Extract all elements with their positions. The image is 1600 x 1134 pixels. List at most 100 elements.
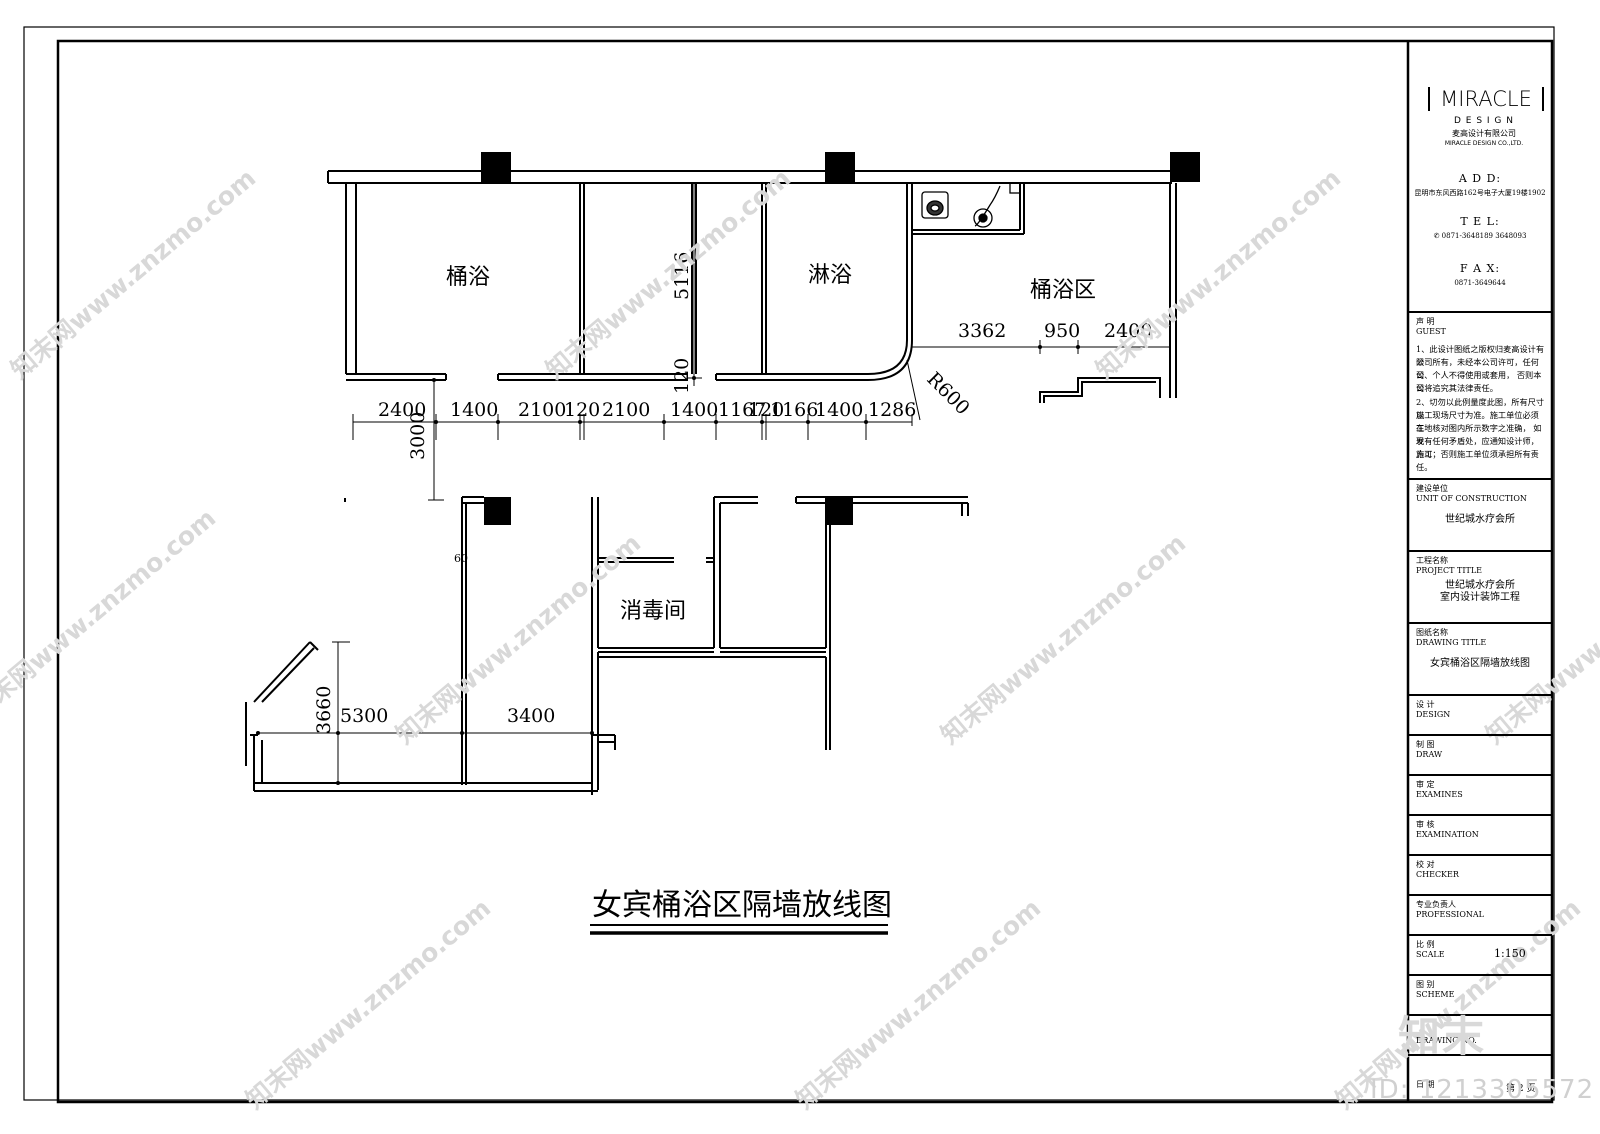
draw-cn: 制 图 [1416,740,1435,749]
fax-label: F A X: [1459,262,1501,275]
watermark-8: 知末网www.znzmo.com [240,893,496,1114]
column-2 [825,152,855,182]
lower-dimension-ticks [256,731,594,785]
dim-3660: 3660 [313,686,335,734]
tb-date-section: 日 期 第 2 页 [1408,1056,1552,1102]
watermark-6: 知末网www.znzmo.com [935,528,1191,749]
statement-note-6: 工地核对图内所示数字之准确， 如发 [1416,423,1542,446]
dim-5116: 5116 [671,252,693,300]
page-text: 第 2 页 [1506,1084,1536,1094]
statement-note-1: 公司所有，未经本公司许可，任何公 [1416,357,1539,380]
structural-columns [481,152,1200,525]
tb-examines-section: 审 定 EXAMINES [1408,776,1552,816]
examines-cn: 审 定 [1416,780,1435,789]
lower-plan-walls [245,496,969,795]
checker-cn: 校 对 [1416,860,1435,869]
project-value-2: 室内设计装饰工程 [1440,592,1520,603]
lower-dimension-lines [258,641,592,783]
scale-cn: 比 例 [1416,940,1435,949]
drawing-en: DRAWING TITLE [1416,638,1487,647]
watermark-4: 知末网www.znzmo.com [0,503,221,724]
watermark-2: 知末网www.znzmo.com [540,163,796,384]
tb-drawing-no-section: DRAWING NO. [1408,1016,1552,1056]
logo-design: D E S I G N [1454,116,1514,126]
project-en: PROJECT TITLE [1416,566,1482,575]
logo-company-cn: 麦高设计有限公司 [1452,129,1516,138]
project-cn: 工程名称 [1416,556,1448,565]
column-1 [481,152,511,182]
tb-unit-section: 建设单位 UNIT OF CONSTRUCTION 世纪城水疗会所 [1408,480,1552,552]
drawing-cn: 图纸名称 [1416,628,1448,637]
dim-2100: 2100 [518,399,566,421]
dim-2100-b: 2100 [602,399,650,421]
scale-value: 1:150 [1494,947,1526,960]
dimension-texts: 2400 1400 2100 120 2100 1400 1167 120 11… [313,252,1152,734]
draw-en: DRAW [1416,750,1443,759]
dim-3000: 3000 [407,412,429,460]
dim-120-c: 120 [671,358,693,394]
dimension-ticks [432,345,1080,424]
dim-3400: 3400 [507,705,555,727]
label-tub-bath: 桶浴 [446,265,490,290]
label-tub-area: 桶浴区 [1030,278,1096,303]
tb-design-section: 设 计 DESIGN [1408,696,1552,736]
tb-company-section: MIRACLE D E S I G N 麦高设计有限公司 MIRACLE DES… [1408,41,1552,313]
design-en: DESIGN [1416,710,1451,719]
dim-120-b: 120 [748,399,784,421]
scheme-cn: 图 别 [1416,980,1435,989]
unit-en: UNIT OF CONSTRUCTION [1416,494,1527,503]
tb-examination-section: 审 核 EXAMINATION [1408,816,1552,856]
watermark-3: 知末网www.znzmo.com [1090,163,1346,384]
dim-120: 120 [564,399,600,421]
dim-950: 950 [1044,320,1080,342]
design-cn: 设 计 [1416,700,1435,709]
dim-1400-c: 1400 [815,399,863,421]
examines-en: EXAMINES [1416,790,1463,799]
watermark-9: 知末网www.znzmo.com [790,893,1046,1114]
add-label: A D D: [1458,172,1502,185]
column-4 [484,497,511,525]
date-cn: 日 期 [1416,1080,1435,1089]
upper-plan-walls [327,170,1177,403]
tb-statement-section: 声 明 GUEST 1、此设计图纸之版权归麦高设计有限 公司所有，未经本公司许可… [1408,313,1552,480]
statement-note-8: 施工；否则施工单位须承担所有责任。 [1416,449,1539,472]
room-labels: 桶浴 淋浴 桶浴区 消毒间 [446,263,1096,624]
statement-note-4: 2、切勿以此例量度此图，所有尺寸以 [1416,397,1545,420]
dim-r600: R600 [922,368,973,419]
tel-label: T E L: [1460,215,1500,228]
unit-value: 世纪城水疗会所 [1445,514,1515,525]
watermark-layer: 知末网www.znzmo.com 知末网www.znzmo.com 知末网www… [0,163,1600,1114]
watermark-id: ID: 1213305572 [1370,1075,1595,1105]
dim-3362: 3362 [958,320,1006,342]
tb-checker-section: 校 对 CHECKER [1408,856,1552,896]
professional-cn: 专业负责人 [1416,900,1456,909]
statement-en: GUEST [1416,327,1446,336]
tb-scale-section: 比 例 SCALE 1:150 [1408,936,1552,976]
tel-number: 0871-3648189 3648093 [1441,232,1527,240]
logo-miracle: MIRACLE [1428,87,1544,111]
dim-5300: 5300 [340,705,388,727]
drawing-no-en: DRAWING NO. [1416,1036,1477,1045]
tb-draw-section: 制 图 DRAW [1408,736,1552,776]
dim-1166: 1166 [770,399,818,421]
watermark-1: 知末网www.znzmo.com [5,163,261,384]
examination-en: EXAMINATION [1416,830,1479,839]
dim-2400-b: 2400 [1104,320,1152,342]
dim-1167: 1167 [718,399,766,421]
tb-drawing-section: 图纸名称 DRAWING TITLE 女宾桶浴区隔墙放线图 [1408,624,1552,696]
statement-cn: 声 明 [1416,317,1435,326]
toilet-fixtures [921,182,1021,228]
dim-1400-b: 1400 [670,399,718,421]
examination-cn: 审 核 [1416,820,1435,829]
dim-1286: 1286 [868,399,916,421]
column-5 [825,497,853,525]
dim-1400: 1400 [450,399,498,421]
drawing-value: 女宾桶浴区隔墙放线图 [1430,658,1530,669]
title-block: MIRACLE D E S I G N 麦高设计有限公司 MIRACLE DES… [1408,41,1552,1102]
dim-2400: 2400 [378,399,426,421]
checker-en: CHECKER [1416,870,1459,879]
professional-en: PROFESSIONAL [1416,910,1484,919]
sheet-frames [23,26,1555,1104]
